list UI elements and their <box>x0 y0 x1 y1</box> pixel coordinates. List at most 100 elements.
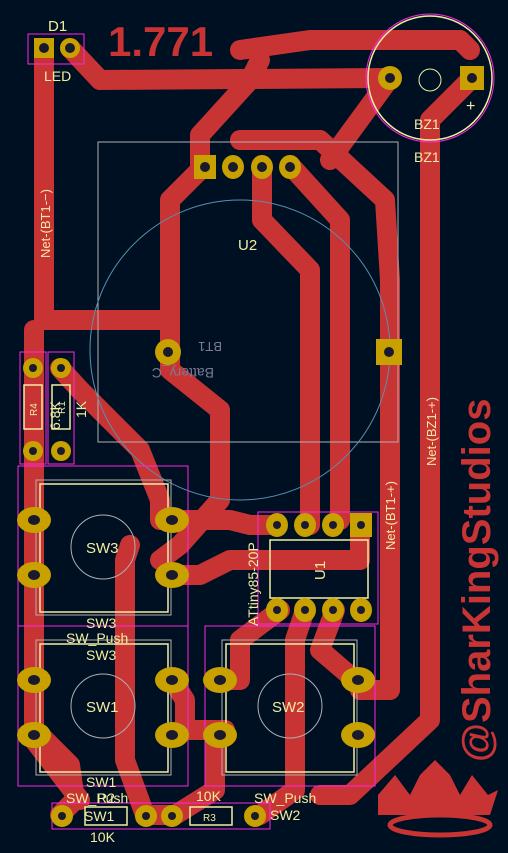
sw3-pad-2-drill <box>166 515 178 525</box>
u1-pad-5-drill <box>357 521 365 529</box>
text-labels: 1.771 D1 LED BZ1 + BZ1 U2 BT1 Battery_C … <box>29 18 499 845</box>
u1-pad-8-drill <box>273 521 281 529</box>
sw2-pad-3-drill <box>214 730 226 740</box>
r3-pad-1-drill <box>168 812 176 820</box>
u1-pad-2-drill <box>301 606 309 614</box>
sw1-pad-3-drill <box>28 730 40 740</box>
r2-ref: R2 <box>97 790 115 806</box>
sw1-ref: SW1 <box>86 774 117 790</box>
bt1-pad-1-drill <box>384 347 394 357</box>
u2-ref: U2 <box>238 237 257 254</box>
sw3-pad-1-drill <box>28 515 40 525</box>
sw1-fab-rect <box>35 639 172 776</box>
d1-value: LED <box>44 68 71 84</box>
u2-pad-1-drill <box>200 162 210 172</box>
r4-courtyard <box>19 351 47 465</box>
bt1-pad-2-drill <box>163 347 173 357</box>
bt1-fab-rect <box>97 141 399 443</box>
net-bt1-minus: Net-(BT1-−) <box>38 189 53 258</box>
trace-u2-right <box>230 130 400 360</box>
u1-value: ATtiny85-20P <box>245 542 261 626</box>
sw1-fab-circle <box>70 673 136 739</box>
r1-pad-2-drill <box>57 447 65 455</box>
trace-led-left <box>34 38 170 330</box>
trace-upper-loop <box>190 50 270 175</box>
bz1-pad-1-drill <box>467 73 477 83</box>
bz1-center-ring <box>418 68 442 92</box>
sw2-pad-4-drill <box>352 730 364 740</box>
crown-shape <box>378 760 498 815</box>
version-label: 1.771 <box>108 18 213 65</box>
sw2-pad-1-drill <box>214 675 226 685</box>
sw2-fab-circle <box>257 673 323 739</box>
trace-bz1-diagonal <box>320 68 400 170</box>
sw1-pad-2-drill <box>166 675 178 685</box>
r4-ref: R4 <box>29 403 40 416</box>
sw2-silk <box>225 643 355 773</box>
sw1-ref-bottom: SW1 <box>84 808 115 824</box>
sw1-pad-4-drill <box>166 730 178 740</box>
net-bt1-plus: Net-(BT1-+) <box>383 481 398 550</box>
sw1-silk <box>39 643 169 773</box>
bz1-ref: BZ1 <box>414 116 440 132</box>
trace-bt1-plus <box>350 340 400 700</box>
sw3-fab-label: SW3 <box>86 540 119 557</box>
u1-pad-7-drill <box>301 521 309 529</box>
trace-led-bz1 <box>60 38 400 90</box>
crown-logo <box>378 760 498 838</box>
u1-pad-4-drill <box>357 606 365 614</box>
bz1-silk-circle <box>367 15 493 141</box>
net-bz1-plus: Net-(BZ1-+) <box>424 397 439 466</box>
r1-value: 1K <box>73 400 89 418</box>
sw2-fab-label: SW2 <box>272 699 305 716</box>
pads <box>17 38 484 827</box>
sw3-fab-circle <box>70 514 136 580</box>
r2-silk <box>84 806 128 826</box>
trace-sw1-col <box>115 535 155 825</box>
u1-pad-6-drill <box>329 521 337 529</box>
bz1-fab: BZ1 <box>414 149 440 165</box>
bz1-courtyard <box>365 13 495 143</box>
trace-r1-diagonal <box>50 358 170 530</box>
sw1-courtyard <box>17 625 189 787</box>
sw3-pad-3-drill <box>28 570 40 580</box>
u1-pad-1-drill <box>273 606 281 614</box>
r1-pad-1-drill <box>57 364 65 372</box>
r1-courtyard <box>47 351 75 465</box>
bt1-fab-ref: BT1 <box>198 339 222 354</box>
trace-top-loop <box>230 30 480 60</box>
trace-u2-inner <box>252 155 320 535</box>
sw3-silk <box>39 483 169 613</box>
trace-u2-mid <box>280 155 350 530</box>
silkscreen-layer <box>23 15 493 826</box>
r2-value: 10K <box>90 829 116 845</box>
trace-sw3-to-u1 <box>162 510 285 535</box>
bz1-pad-2-drill <box>385 73 395 83</box>
r3-pad-2-drill <box>251 812 259 820</box>
r4-pad-2-drill <box>29 447 37 455</box>
brand-label: @SharKingStudios <box>455 399 499 762</box>
bz1-plus: + <box>466 98 475 115</box>
u1-silk <box>269 539 369 599</box>
sw3-ref: SW3 <box>86 647 117 663</box>
r4-silk <box>23 384 43 430</box>
sw2-fab-rect <box>221 639 358 776</box>
trace-u1-to-sw2 <box>250 600 315 825</box>
sw2-courtyard <box>204 625 376 787</box>
d1-courtyard <box>27 33 85 65</box>
r3-value: 10K <box>196 788 222 804</box>
sw3-pad-4-drill <box>166 570 178 580</box>
d1-ref: D1 <box>48 18 67 35</box>
sw2-value: SW_Push <box>254 790 316 806</box>
u1-pad-3-drill <box>329 606 337 614</box>
sw2-ref: SW2 <box>270 807 301 823</box>
r2-pad-1-drill <box>58 812 66 820</box>
sw3-ref-top: SW3 <box>86 615 117 631</box>
sw1-value: SW_Push <box>66 790 128 806</box>
trace-sw3-bottom <box>162 515 370 585</box>
u2-pad-4-drill <box>285 162 295 172</box>
d1-pad-1-drill <box>39 43 49 53</box>
bt1-fab-value: Battery_C <box>152 365 214 381</box>
sw3-fab-rect <box>35 479 172 616</box>
